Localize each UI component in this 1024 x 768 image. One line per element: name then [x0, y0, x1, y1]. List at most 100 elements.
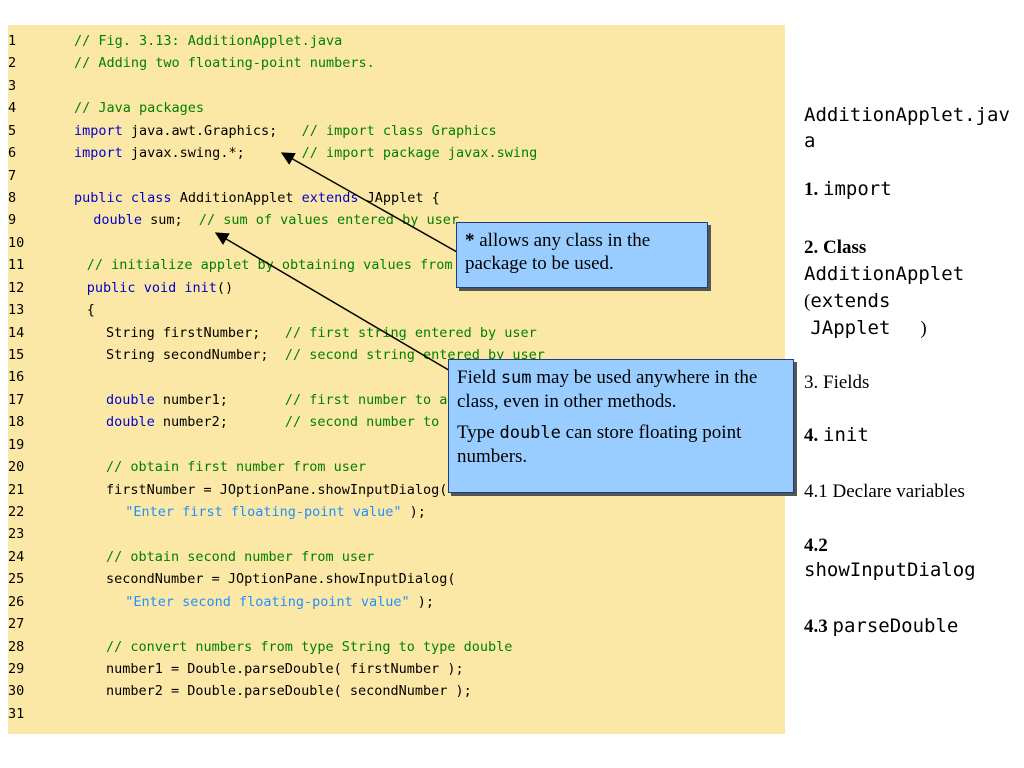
code-token-plain: number2;: [154, 414, 285, 431]
outline-item-1-mono: import: [823, 178, 892, 200]
code-line: 13{: [8, 299, 785, 321]
outline-item-4-mono: init: [823, 424, 869, 446]
code-text: // initialize applet by obtaining values…: [87, 254, 493, 276]
line-number: 9: [8, 212, 17, 229]
outline-item-4-3-num: 4.3: [804, 616, 828, 637]
line-number: 12: [8, 279, 25, 296]
code-text: double number1; // first number to add: [106, 389, 464, 411]
code-token-keyword: extends: [301, 190, 359, 206]
outline-item-3-text: 3. Fields: [804, 372, 870, 393]
code-token-comment: // obtain first number from user: [106, 459, 367, 476]
code-token-comment: // Fig. 3.13: AdditionApplet.java: [74, 33, 343, 49]
outline-item-4-2-mono: showInputDialog: [804, 559, 976, 581]
code-line: 20 // obtain first number from user: [8, 456, 785, 478]
code-token-string: "Enter second floating-point value": [125, 593, 410, 610]
line-number: 10: [8, 234, 25, 251]
code-line: 29 number1 = Double.parseDouble( firstNum…: [8, 658, 785, 680]
line-number: 30: [8, 683, 25, 700]
code-line: 4// Java packages: [8, 97, 785, 119]
line-number: 29: [8, 661, 25, 678]
line-number: 4: [8, 100, 17, 117]
code-token-plain: java.awt.Graphics;: [122, 122, 302, 139]
code-token-plain: );: [401, 504, 426, 521]
code-token-comment: // Adding two floating-point numbers.: [74, 55, 375, 72]
line-number: 18: [8, 414, 25, 431]
code-token-comment: // sum of values entered by user: [198, 212, 459, 229]
code-line: 1// Fig. 3.13: AdditionApplet.java: [8, 30, 785, 52]
code-token-comment: // initialize applet by obtaining values…: [86, 257, 494, 274]
line-number: 8: [8, 190, 17, 206]
outline-item-4-1: 4.1 Declare variables: [804, 480, 1019, 504]
outline-item-2-paren-open: (: [804, 291, 811, 312]
code-text: // obtain first number from user: [106, 456, 366, 478]
line-number: 26: [8, 593, 25, 610]
outline-item-2-num: 2. Class: [804, 237, 867, 258]
line-number: 21: [8, 481, 25, 498]
code-line: 26 "Enter second floating-point value" );: [8, 591, 785, 613]
code-token-comment: // second number to add: [284, 414, 472, 431]
code-text: secondNumber = JOptionPane.showInputDial…: [106, 568, 456, 590]
code-token-keyword: import: [74, 145, 123, 162]
code-token-comment: // convert numbers from type String to t…: [106, 638, 513, 655]
callout-fields: Field sum may be used anywhere in the cl…: [448, 359, 794, 493]
code-line: 24// obtain second number from user: [8, 546, 785, 568]
fields-text-b: may be used anywhere in the class, even …: [457, 367, 758, 412]
code-token-keyword: double: [93, 212, 142, 229]
code-token-plain: firstNumber = JOptionPane.showInputDialo…: [106, 481, 448, 498]
line-number: 16: [8, 369, 25, 386]
code-token-plain: number2 = Double.parseDouble( secondNumb…: [106, 683, 472, 700]
line-number: 27: [8, 616, 25, 633]
outline-item-1: 1. import: [804, 177, 1019, 202]
code-line: 2// Adding two floating-point numbers.: [8, 52, 785, 74]
code-line: 27: [8, 613, 785, 635]
code-line: 22"Enter first floating-point value" );: [8, 501, 785, 523]
outline-item-4-3: 4.3 parseDouble: [804, 614, 1019, 639]
code-token-plain: {: [86, 302, 95, 319]
outline-title-text: AdditionApplet.java: [804, 104, 1010, 152]
type-mono-double: double: [499, 423, 561, 443]
line-number: 15: [8, 347, 25, 364]
line-number: 17: [8, 391, 25, 408]
code-text: String firstNumber; // first string ente…: [106, 322, 537, 344]
code-text: {: [87, 299, 95, 321]
outline-item-2: 2. Class AdditionApplet (extends JApplet…: [804, 234, 1019, 342]
code-text: public class AdditionApplet extends JApp…: [74, 187, 440, 209]
code-line: 28 // convert numbers from type String to…: [8, 636, 785, 658]
code-token-comment: // import class Graphics: [301, 122, 497, 139]
line-number: 28: [8, 638, 25, 655]
code-text: "Enter second floating-point value" );: [125, 591, 434, 613]
outline-item-4: 4. init: [804, 423, 1019, 448]
code-token-plain: number1 = Double.parseDouble( firstNumbe…: [106, 661, 464, 678]
code-token-plain: javax.swing.*;: [122, 145, 302, 162]
code-token-plain: AdditionApplet: [171, 190, 302, 206]
code-token-comment: // obtain second number from user: [106, 548, 375, 565]
star-symbol: *: [465, 230, 475, 251]
code-token-plain: );: [409, 593, 435, 610]
code-token-keyword: class: [130, 190, 172, 206]
line-number: 20: [8, 459, 25, 476]
code-token-keyword: double: [106, 414, 155, 431]
type-text-a: Type: [457, 422, 500, 443]
outline-item-4-num: 4.: [804, 425, 819, 446]
code-text: number2 = Double.parseDouble( secondNumb…: [106, 680, 472, 702]
fields-mono-sum: sum: [500, 368, 532, 388]
code-token-plain: sum;: [141, 212, 199, 229]
code-text: double number2; // second number to add: [106, 411, 472, 433]
code-line: 3: [8, 75, 785, 97]
line-number: 5: [8, 122, 17, 139]
code-token-comment: // import package javax.swing: [301, 145, 538, 162]
line-number: 3: [8, 77, 17, 94]
code-text: number1 = Double.parseDouble( firstNumbe…: [106, 658, 464, 680]
outline-item-2-mono2: extends JApplet: [810, 290, 891, 339]
outline-item-2-mono: AdditionApplet: [804, 263, 965, 285]
line-number: 14: [8, 324, 25, 341]
code-line: 30 number2 = Double.parseDouble( secondNu…: [8, 680, 785, 702]
code-text: // convert numbers from type String to t…: [106, 636, 512, 658]
code-line: 21 firstNumber = JOptionPane.showInputDia…: [8, 479, 785, 501]
code-token-plain: number1;: [154, 391, 285, 408]
outline-item-4-3-mono: parseDouble: [832, 615, 959, 637]
code-token-keyword: double: [106, 391, 155, 408]
